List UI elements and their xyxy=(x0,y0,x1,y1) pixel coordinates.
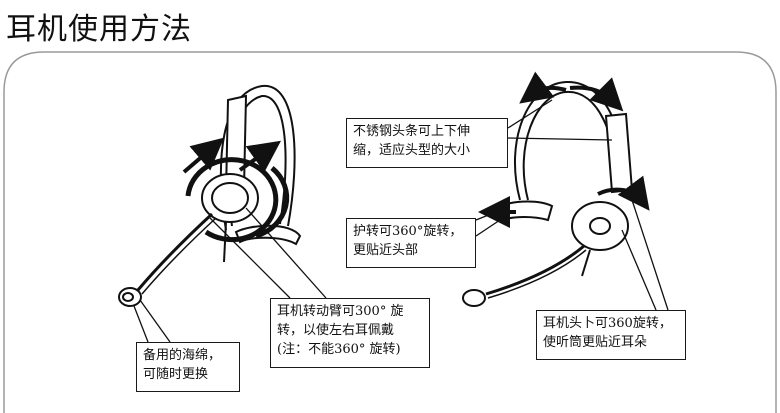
pad-callout-line2: 更贴近头部 xyxy=(353,243,419,258)
sponge-callout-line2: 可随时更换 xyxy=(143,367,209,382)
right-headset-illustration xyxy=(462,71,650,307)
earpiece-callout: 耳机头卜可360旋转， 使听筒更贴近耳朵 xyxy=(536,310,686,360)
earpiece-callout-line2: 使听筒更贴近耳朵 xyxy=(543,335,648,350)
sponge-callout: 备用的海绵， 可随时更换 xyxy=(136,342,240,392)
headband-callout-line2: 缩，适应头型的大小 xyxy=(353,143,471,158)
headband-callout-line1: 不锈钢头条可上下伸 xyxy=(353,124,471,139)
sponge-callout-line1: 备用的海绵， xyxy=(143,348,222,363)
boom-arm-callout-line3: (注：不能360° 旋转) xyxy=(277,342,401,357)
page-title: 耳机使用方法 xyxy=(6,12,192,47)
headband-callout: 不锈钢头条可上下伸 缩，适应头型的大小 xyxy=(346,118,508,168)
content-frame xyxy=(3,51,777,413)
earpiece-callout-line1: 耳机头卜可360旋转， xyxy=(543,316,672,331)
boom-arm-callout: 耳机转动臂可300° 旋 转，以使左右耳佩戴 (注：不能360° 旋转) xyxy=(270,298,430,368)
pad-callout: 护转可360°旋转， 更贴近头部 xyxy=(346,218,476,268)
boom-arm-callout-line1: 耳机转动臂可300° 旋 xyxy=(277,304,404,319)
boom-arm-callout-line2: 转，以使左右耳佩戴 xyxy=(277,323,395,338)
leader-lines xyxy=(133,99,669,343)
left-headset-illustration xyxy=(118,84,302,307)
pad-callout-line1: 护转可360°旋转， xyxy=(353,224,463,239)
